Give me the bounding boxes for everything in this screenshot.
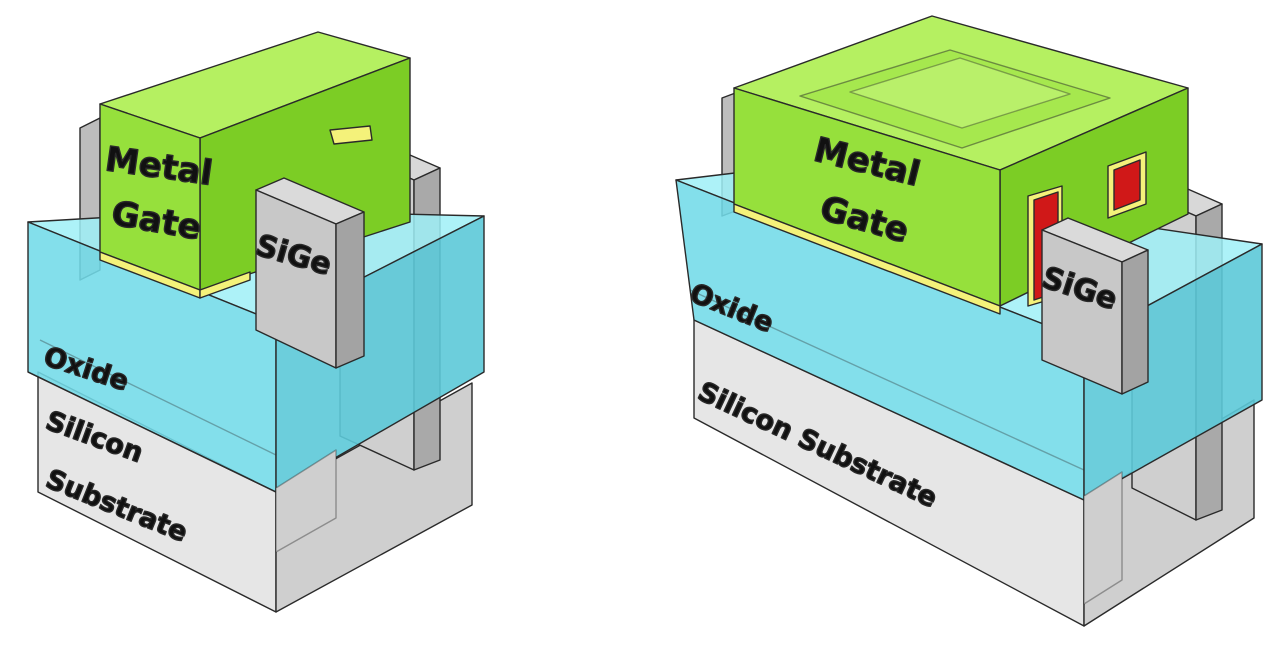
left-fin-front — [255, 177, 365, 553]
right-finfet-diagram: Metal Gate SiGe Oxide Silicon Substrate — [675, 15, 1263, 627]
right-fin-front — [1041, 217, 1149, 605]
left-finfet-diagram: Metal Gate SiGe Oxide Silicon Substrate — [27, 31, 485, 613]
